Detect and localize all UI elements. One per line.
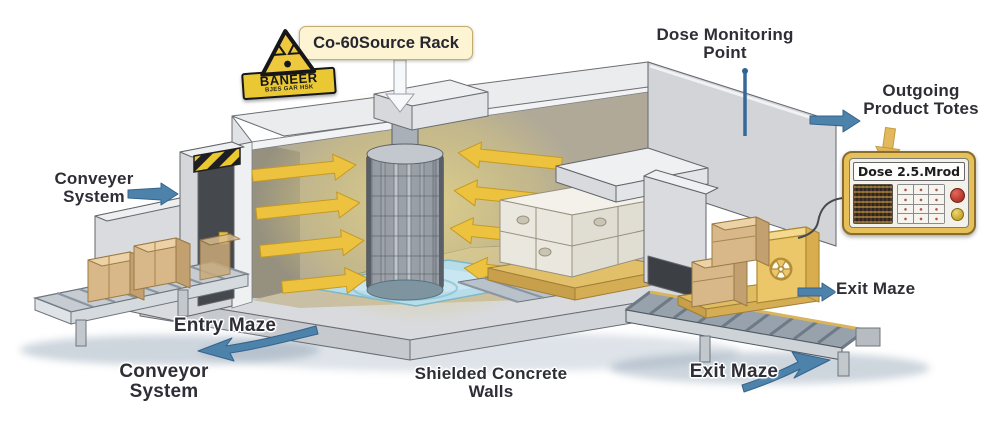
dose-control-panel: Dose 2.5.Mrod xyxy=(842,151,976,235)
label-line: Shielded Concrete xyxy=(414,364,568,383)
label-line: Conveyor System xyxy=(119,361,209,403)
label-line: Conveyer xyxy=(54,169,134,188)
label-line: Point xyxy=(703,43,747,63)
label-exit-maze-bottom: Exit Maze xyxy=(682,361,786,382)
label-line: Exit Maze xyxy=(689,361,779,382)
panel-red-button[interactable] xyxy=(949,187,965,203)
panel-keypad[interactable] xyxy=(897,184,945,224)
label-dose-monitoring-point: Dose Monitoring Point xyxy=(630,25,820,63)
label-line: Dose Monitoring xyxy=(656,25,794,44)
label-line: System xyxy=(63,187,125,207)
dose-panel-body: Dose 2.5.Mrod xyxy=(849,158,969,228)
source-rack-cylinder xyxy=(366,117,444,301)
exit-right-arrow xyxy=(797,282,837,302)
label-line: Outgoing xyxy=(882,81,960,100)
label-entry-maze: Entry Maze xyxy=(162,315,288,336)
hazard-stripe-bar xyxy=(193,147,241,173)
radiation-symbol: ☢ xyxy=(768,253,795,288)
pointer-arrows xyxy=(127,109,861,393)
keypad-key[interactable] xyxy=(929,185,944,194)
panel-screen xyxy=(853,184,893,224)
label-line: Walls xyxy=(468,382,514,402)
label-line: Entry Maze xyxy=(173,315,277,336)
keypad-key[interactable] xyxy=(929,214,944,223)
label-line: Exit Maze xyxy=(836,279,916,298)
keypad-key[interactable] xyxy=(898,185,913,194)
exit-bottom-arrow xyxy=(741,351,831,393)
danger-sign-plaque: BANEER BJES GAR HSK xyxy=(241,66,337,100)
right-outer-wall xyxy=(647,61,837,247)
label-conveyor-system-bottom: Conveyor System xyxy=(84,361,244,403)
entry-maze-arrow xyxy=(197,325,319,362)
source-rack-callout: Co-60Source Rack xyxy=(299,26,473,60)
keypad-key[interactable] xyxy=(929,194,944,204)
dose-readout: Dose 2.5.Mrod xyxy=(853,162,965,181)
conveyer-left-arrow xyxy=(127,182,179,206)
outgoing-arrow xyxy=(809,109,861,133)
panel-wire xyxy=(797,197,844,239)
label-shielded-concrete-walls: Shielded Concrete Walls xyxy=(400,364,582,402)
label-exit-maze-right: Exit Maze xyxy=(836,279,926,298)
label-line: Product Totes xyxy=(863,99,979,119)
keypad-key[interactable] xyxy=(929,204,944,214)
keypad-key[interactable] xyxy=(913,214,929,223)
keypad-key[interactable] xyxy=(913,204,929,214)
panel-yellow-button[interactable] xyxy=(950,207,964,221)
dose-monitor-antenna xyxy=(742,68,748,136)
danger-sign: BANEER BJES GAR HSK xyxy=(238,25,338,115)
danger-triangle-icon xyxy=(260,29,317,77)
entry-kraft-boxes xyxy=(87,233,241,303)
keypad-key[interactable] xyxy=(898,204,913,214)
label-outgoing-product-totes: Outgoing Product Totes xyxy=(845,81,997,119)
keypad-key[interactable] xyxy=(898,214,913,223)
exit-kraft-boxes xyxy=(691,216,770,308)
keypad-key[interactable] xyxy=(913,185,929,194)
keypad-key[interactable] xyxy=(898,194,913,204)
label-conveyer-system-left: Conveyer System xyxy=(38,169,150,207)
source-rack-pointer-arrow xyxy=(384,59,416,113)
radiation-arrows-left xyxy=(251,153,369,294)
keypad-key[interactable] xyxy=(913,194,929,204)
